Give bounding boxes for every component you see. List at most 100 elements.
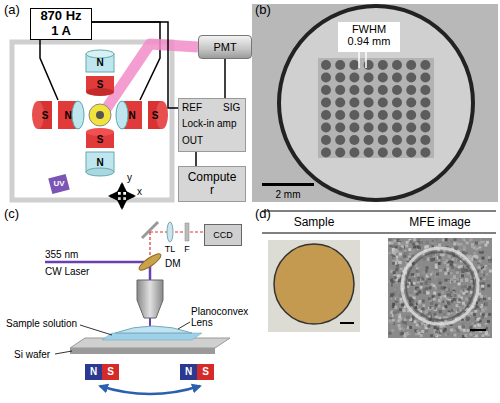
spot [378, 148, 388, 158]
speckle [433, 240, 436, 243]
speckle [452, 309, 455, 312]
magnet-pole [86, 50, 114, 58]
speckle [421, 330, 424, 333]
speckle [393, 239, 396, 242]
speckle [432, 287, 435, 290]
speckle [453, 298, 456, 301]
speckle [469, 255, 472, 258]
spot [349, 123, 359, 133]
speckle [455, 268, 458, 271]
speckle [482, 277, 485, 280]
scale-bar [262, 183, 314, 186]
spot [392, 73, 402, 83]
signal-wire [224, 59, 226, 98]
pole-label: S [152, 110, 159, 121]
spot [335, 135, 345, 145]
pole-label: N [185, 366, 192, 377]
speckle [456, 308, 459, 311]
speckle [453, 275, 456, 278]
speckle [452, 334, 455, 337]
speckle [397, 284, 400, 287]
component-label: Si wafer [14, 349, 50, 360]
source-label: 870 Hz 1 A [38, 9, 84, 39]
speckle [416, 288, 419, 291]
spot [406, 110, 416, 120]
mirror [142, 222, 158, 238]
speckle [453, 329, 456, 332]
speckle [487, 284, 490, 287]
speckle [446, 288, 449, 291]
speckle [412, 277, 415, 280]
spot [392, 148, 402, 158]
port-label: OUT [182, 135, 203, 146]
speckle [438, 256, 441, 259]
speckle [406, 252, 409, 255]
laser-beam [45, 261, 144, 264]
speckle [476, 318, 479, 321]
speckle [460, 265, 463, 268]
speckle [467, 317, 470, 320]
speckle [411, 299, 414, 302]
speckle [398, 324, 401, 327]
speckle [411, 273, 414, 276]
speckle [445, 333, 448, 336]
speckle [393, 311, 396, 314]
speckle [421, 307, 424, 310]
pole-label: N [96, 57, 103, 68]
speckle [415, 333, 418, 336]
laser-label: CW Laser [45, 266, 89, 277]
speckle [388, 251, 391, 254]
speckle [458, 295, 461, 298]
speckle [467, 272, 470, 275]
speckle [484, 243, 487, 246]
spot [321, 73, 331, 83]
speckle [420, 286, 423, 289]
speckle [404, 325, 407, 328]
speckle [480, 299, 483, 302]
speckle [453, 242, 456, 245]
speckle [460, 274, 463, 277]
speckle [447, 312, 450, 315]
speckle [422, 271, 425, 274]
leader-line [178, 322, 190, 329]
speckle [484, 303, 487, 306]
si-wafer [70, 348, 215, 354]
speckle [478, 266, 481, 269]
speckle [486, 280, 489, 283]
spot [321, 85, 331, 95]
sample-solution [102, 333, 202, 340]
speckle [440, 266, 443, 269]
speckle [430, 302, 433, 305]
speckle [453, 276, 456, 279]
sample-photo [268, 240, 360, 332]
uv-source [48, 174, 70, 194]
speckle [475, 256, 478, 259]
speckle [418, 300, 421, 303]
spot [349, 85, 359, 95]
speckle [409, 293, 412, 296]
speckle [438, 293, 441, 296]
pole-label: S [97, 79, 104, 90]
speckle [439, 281, 442, 284]
speckle [488, 297, 491, 300]
speckle [433, 271, 436, 274]
speckle [402, 309, 405, 312]
speckle [453, 308, 456, 311]
fwhm-marker [358, 52, 360, 68]
spot [349, 98, 359, 108]
spot [349, 110, 359, 120]
speckle [428, 312, 431, 315]
speckle [444, 305, 447, 308]
spot [420, 123, 430, 133]
spot [349, 135, 359, 145]
speckle [398, 242, 401, 245]
speckle [398, 279, 401, 282]
speckle [409, 293, 412, 296]
speckle [486, 324, 489, 327]
spot [406, 85, 416, 95]
photo-disc [279, 6, 473, 200]
speckle [396, 310, 399, 313]
speckle [426, 291, 429, 294]
speckle [405, 244, 408, 247]
